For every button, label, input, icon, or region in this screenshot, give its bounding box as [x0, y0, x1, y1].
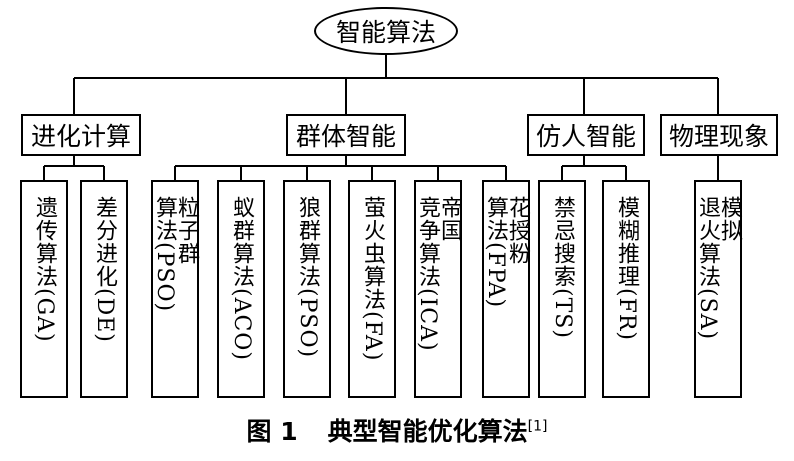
leaf-label: 禁忌搜索(TS) [550, 196, 575, 339]
leaf-flower-pollination: 花授粉 算法(FPA) [482, 180, 530, 398]
leaf-differential-evolution: 差分进化(DE) [80, 180, 128, 398]
leaf-label: 粒子群 算法(PSO) [152, 196, 199, 313]
leaf-label: 萤火虫算法(FA) [360, 196, 385, 362]
leaf-label: 差分进化(DE) [92, 196, 117, 343]
leaf-label: 模拟 退火算法(SA) [695, 196, 742, 341]
leaf-label: 帝国 竞争算法(ICA) [415, 196, 462, 352]
leaf-fuzzy-reasoning: 模糊推理(FR) [602, 180, 650, 398]
leaf-genetic-algorithm: 遗传算法(GA) [20, 180, 68, 398]
leaf-label: 花授粉 算法(FPA) [483, 196, 530, 309]
category-evolutionary-computation: 进化计算 [21, 114, 141, 156]
leaf-ant-colony: 蚁群算法(ACO) [217, 180, 265, 398]
category-swarm-intelligence: 群体智能 [286, 114, 406, 156]
category-physical-phenomena: 物理现象 [660, 114, 778, 156]
leaf-wolf-pack: 狼群算法(PSO) [283, 180, 331, 398]
figure-caption: 图 1 典型智能优化算法[1] [0, 412, 794, 448]
figure-number: 图 1 [246, 417, 298, 446]
root-node: 智能算法 [314, 7, 458, 55]
leaf-label: 狼群算法(PSO) [295, 196, 320, 359]
leaf-label: 模糊推理(FR) [614, 196, 639, 341]
leaf-tabu-search: 禁忌搜索(TS) [538, 180, 586, 398]
leaf-firefly: 萤火虫算法(FA) [348, 180, 396, 398]
leaf-particle-swarm: 粒子群 算法(PSO) [151, 180, 199, 398]
figure-title: 典型智能优化算法 [327, 417, 528, 446]
leaf-label: 蚁群算法(ACO) [229, 196, 254, 361]
figure-reference: [1] [527, 418, 548, 435]
leaf-simulated-annealing: 模拟 退火算法(SA) [694, 180, 742, 398]
category-human-like-intelligence: 仿人智能 [527, 114, 645, 156]
leaf-label: 遗传算法(GA) [32, 196, 57, 343]
leaf-imperialist-competitive: 帝国 竞争算法(ICA) [414, 180, 462, 398]
